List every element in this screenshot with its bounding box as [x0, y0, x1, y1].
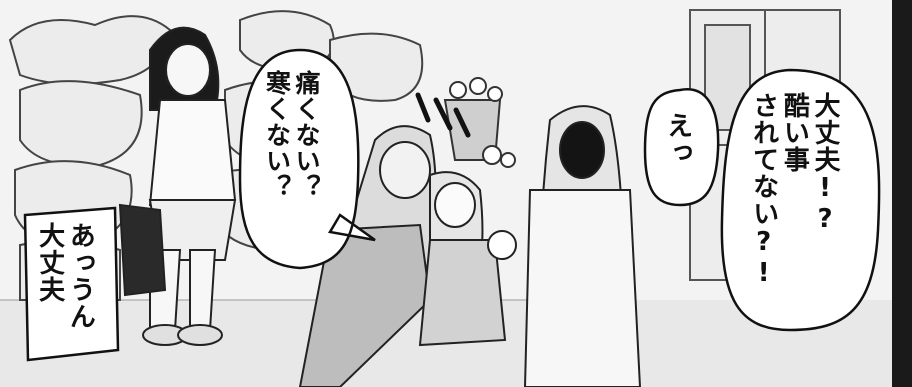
caption-box [23, 206, 120, 362]
standing-elf [487, 105, 642, 387]
hugging-elf [298, 125, 437, 387]
speech-bubble-left-text: 痛くない？ 寒くない？ [262, 70, 322, 200]
small-child [418, 171, 507, 347]
speech-bubble-right-text: 大丈夫!? 酷い事 されてない?! [748, 92, 841, 289]
seated-girl [118, 26, 237, 346]
caption-box-text: あっうん 大丈夫 [34, 222, 96, 330]
panel-border-right [892, 0, 912, 387]
motion-lines [415, 92, 471, 138]
speech-bubble-small-text: えっ [662, 112, 693, 166]
speech-bubble-left [238, 48, 376, 270]
speech-bubble-right [720, 68, 881, 332]
speech-bubble-small [643, 88, 720, 207]
